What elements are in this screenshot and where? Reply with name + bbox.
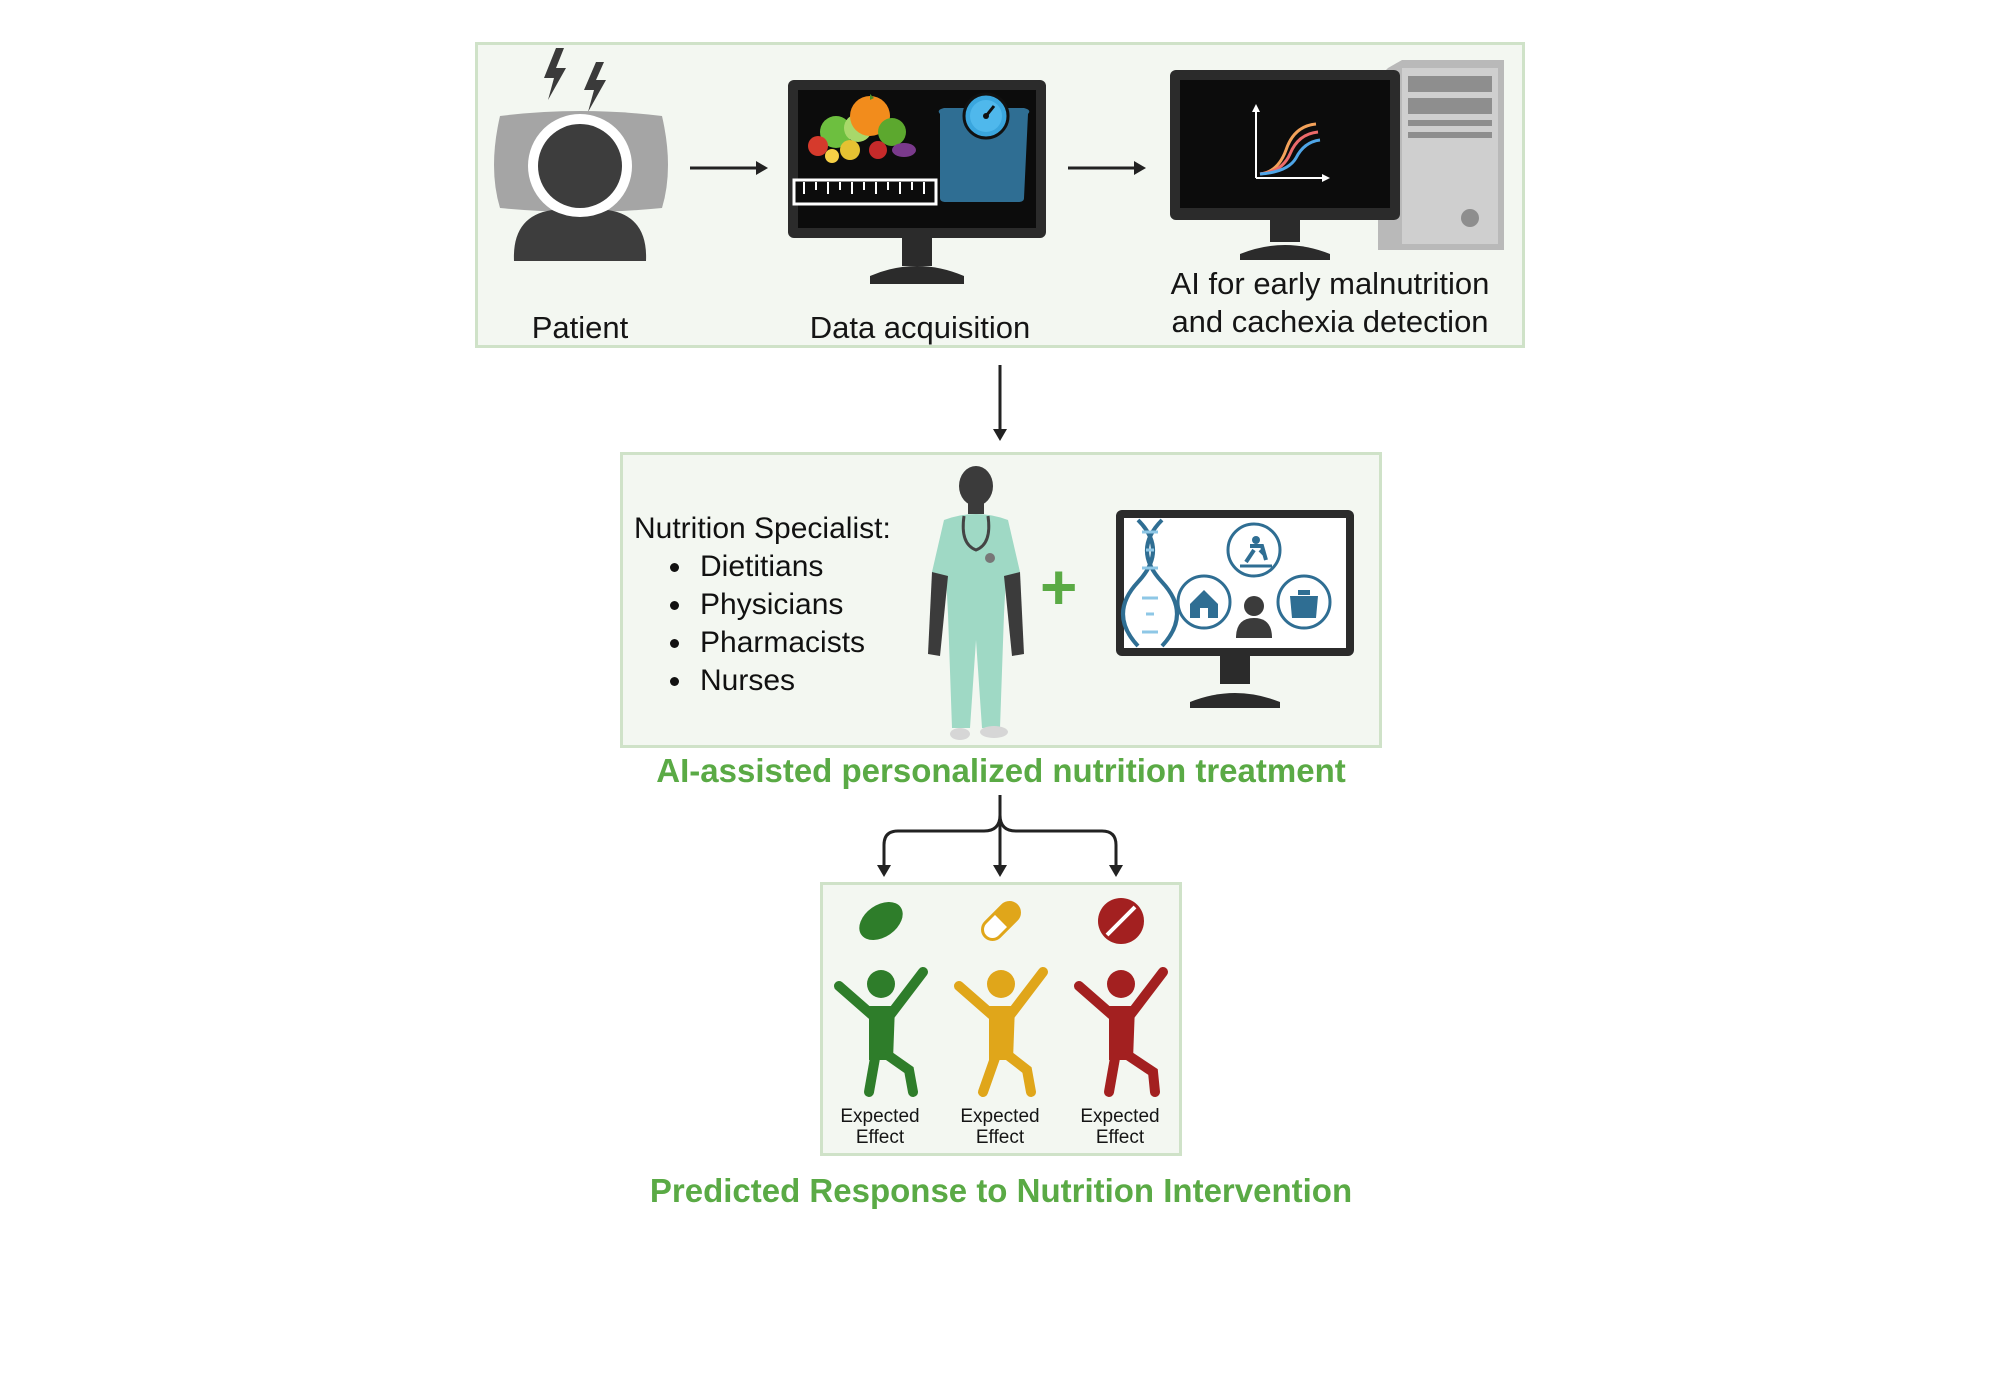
green-pill-icon <box>859 901 903 941</box>
specialist-item: Nurses <box>694 662 891 700</box>
personalized-monitor-icon <box>1116 510 1354 708</box>
ai-detection-label-line2: and cachexia detection <box>1171 304 1489 339</box>
arrow-patient-to-data <box>690 161 768 175</box>
arrow-data-to-ai <box>1068 161 1146 175</box>
red-tablet-icon <box>1098 898 1144 944</box>
effect-label-red: Expected Effect <box>1080 1106 1160 1148</box>
specialist-item: Pharmacists <box>694 624 891 662</box>
doctor-icon <box>928 466 1024 740</box>
specialist-item: Physicians <box>694 586 891 624</box>
bottom-caption: Predicted Response to Nutrition Interven… <box>649 1172 1353 1209</box>
patient-icon <box>494 48 668 261</box>
arrow-top-to-middle <box>993 365 1007 441</box>
patient-label: Patient <box>531 310 629 345</box>
effect-label-yellow: Expected Effect <box>960 1106 1040 1148</box>
green-person-icon <box>834 967 928 1097</box>
specialist-item: Dietitians <box>694 548 891 586</box>
middle-caption: AI-assisted personalized nutrition treat… <box>656 752 1346 789</box>
yellow-person-icon <box>954 967 1048 1097</box>
effect-label-green: Expected Effect <box>840 1106 920 1148</box>
red-person-icon <box>1074 967 1168 1097</box>
plus-sign: + <box>1040 551 1078 623</box>
yellow-capsule-icon <box>981 901 1021 941</box>
ai-computer-icon <box>1170 60 1504 260</box>
specialist-heading: Nutrition Specialist: <box>634 512 891 545</box>
specialist-items: Dietitians Physicians Pharmacists Nurses <box>634 548 891 700</box>
data-acquisition-label: Data acquisition <box>809 310 1031 345</box>
specialist-list: Nutrition Specialist: Dietitians Physici… <box>634 510 891 700</box>
data-acquisition-monitor-icon <box>788 80 1046 284</box>
branch-arrows <box>877 795 1123 877</box>
ai-detection-label-line1: AI for early malnutrition <box>1170 266 1490 301</box>
